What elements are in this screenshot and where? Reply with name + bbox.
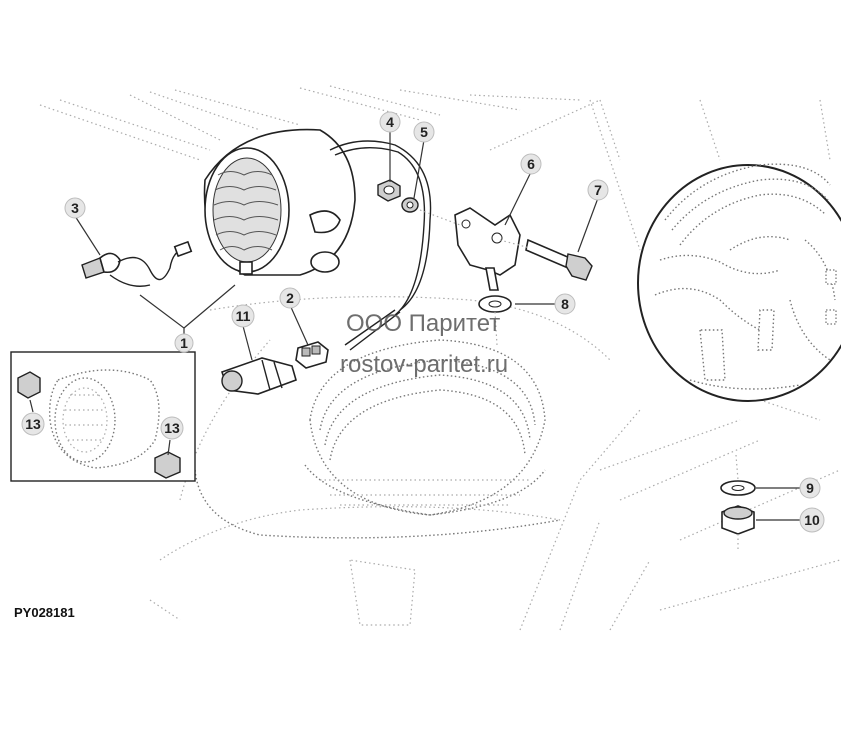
callout-3-label: 3 (71, 200, 79, 216)
callout-4: 4 (379, 111, 401, 133)
connector-11 (220, 357, 297, 395)
callout-2-label: 2 (286, 290, 294, 306)
callout-5-label: 5 (420, 124, 428, 140)
bolt-7 (525, 238, 593, 281)
callout-1-label: 1 (180, 335, 188, 351)
drawing-code: PY028181 (14, 605, 75, 620)
washer-8 (478, 295, 512, 313)
callout-11-label: 11 (236, 308, 251, 324)
hood-outline (39, 85, 841, 631)
callout-10-label: 10 (804, 512, 820, 528)
washer-9 (720, 454, 756, 496)
callout-1: 1 (174, 333, 194, 353)
magnified-detail (637, 163, 841, 402)
mount-bracket-6 (454, 207, 521, 291)
callout-5: 5 (413, 121, 435, 143)
callout-6-label: 6 (527, 156, 535, 172)
callout-10: 10 (799, 507, 825, 533)
work-light (203, 128, 432, 316)
harness-wire (344, 309, 401, 351)
nut-4 (377, 179, 401, 202)
watermark-company: ООО Паритет (346, 310, 500, 337)
callout-7-label: 7 (594, 182, 602, 198)
callout-13-left-label: 13 (25, 416, 41, 432)
callout-8: 8 (554, 293, 576, 315)
callout-2: 2 (279, 287, 301, 309)
bulb-assembly (81, 240, 193, 287)
front-grille (194, 339, 561, 539)
callout-9: 9 (799, 477, 821, 499)
callout-8-label: 8 (561, 296, 569, 312)
plug-2 (295, 341, 329, 369)
watermark-url: rostov-paritet.ru (340, 351, 508, 378)
callout-11: 11 (231, 304, 255, 328)
callout-4-label: 4 (386, 114, 394, 130)
callout-6: 6 (520, 153, 542, 175)
nut-10 (721, 505, 755, 550)
callout-7: 7 (587, 179, 609, 201)
callout-3: 3 (64, 197, 86, 219)
callout-9-label: 9 (806, 480, 814, 496)
callout-13-left: 13 (21, 412, 45, 436)
callout-13-right-label: 13 (164, 420, 180, 436)
callout-13-right: 13 (160, 416, 184, 440)
washer-5 (401, 197, 419, 213)
